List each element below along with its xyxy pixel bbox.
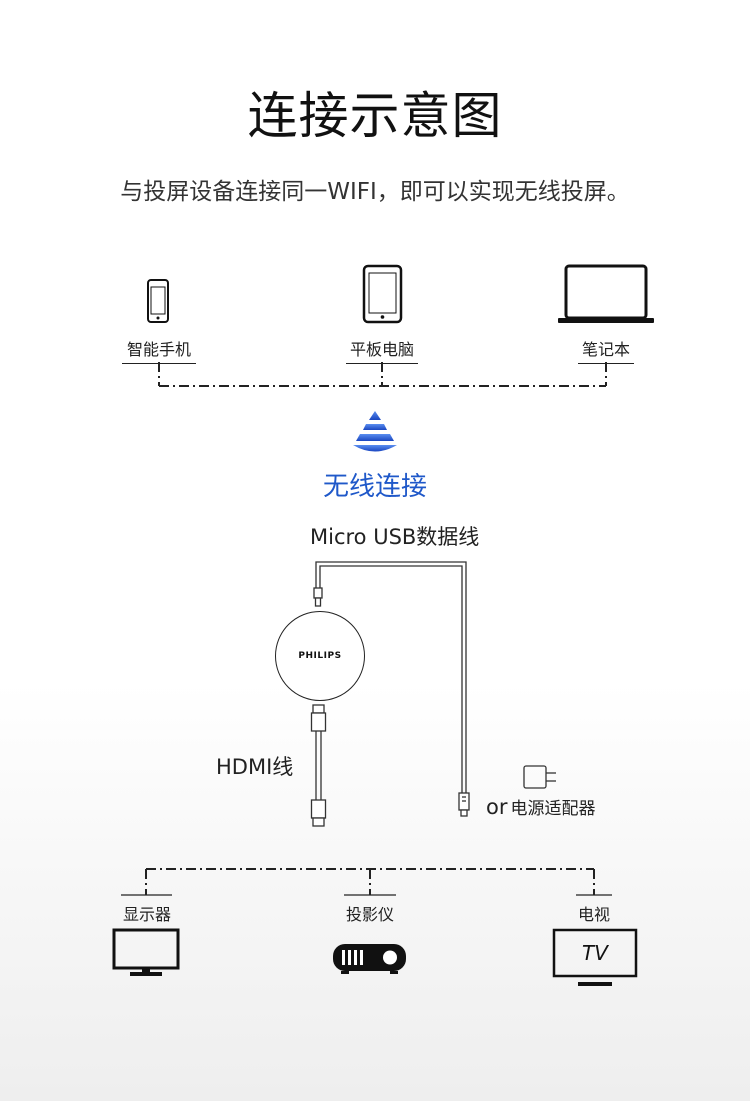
smartphone-icon bbox=[147, 279, 169, 323]
monitor-icon bbox=[112, 928, 180, 976]
wireless-connection-label: 无线连接 bbox=[322, 472, 427, 502]
tv-screen-text: TV bbox=[582, 941, 608, 965]
power-or-text: or bbox=[486, 795, 508, 819]
dongle-brand-text: PHILIPS bbox=[298, 651, 342, 661]
projector-icon bbox=[333, 944, 406, 974]
philips-dongle: PHILIPS bbox=[275, 611, 365, 701]
label-monitor: 显示器 bbox=[122, 905, 171, 924]
wireless-bus-lines bbox=[158, 362, 607, 387]
hdmi-cable-label: HDMI线 bbox=[216, 755, 294, 779]
page-title: 连接示意图 bbox=[247, 87, 503, 145]
page-subtitle: 与投屏设备连接同一WIFI，即可以实现无线投屏。 bbox=[120, 179, 630, 205]
power-adapter-text: 电源适配器 bbox=[510, 799, 596, 819]
output-bus-lines bbox=[145, 868, 595, 895]
label-tablet: 平板电脑 bbox=[346, 336, 418, 364]
wifi-signal-icon bbox=[353, 411, 397, 452]
usb-cable bbox=[313, 561, 470, 817]
label-laptop: 笔记本 bbox=[578, 336, 634, 364]
power-adapter-icon bbox=[523, 765, 556, 789]
label-projector: 投影仪 bbox=[345, 905, 394, 924]
hdmi-cable bbox=[310, 704, 327, 827]
tablet-icon bbox=[362, 264, 403, 324]
label-smartphone: 智能手机 bbox=[122, 336, 196, 364]
label-tv: 电视 bbox=[577, 905, 610, 924]
laptop-icon bbox=[558, 264, 654, 323]
usb-cable-label: Micro USB数据线 bbox=[310, 525, 480, 549]
tv-icon bbox=[552, 928, 638, 986]
